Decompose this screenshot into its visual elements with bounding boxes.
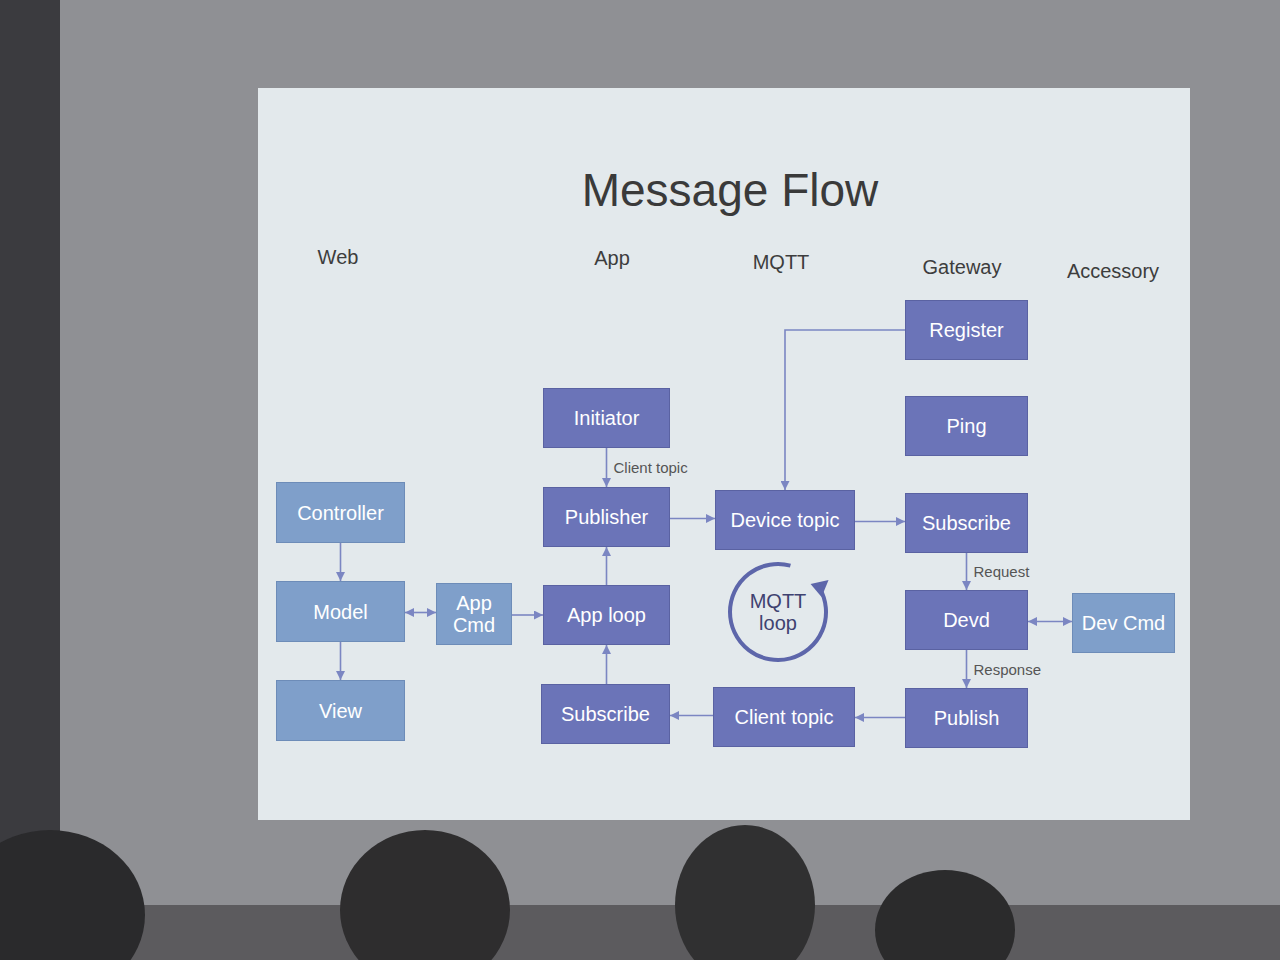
node-text: Register bbox=[929, 319, 1003, 341]
node-text: Devd bbox=[943, 609, 990, 631]
dark-wall bbox=[0, 0, 60, 960]
process-box: Publisher bbox=[543, 487, 670, 547]
connector bbox=[340, 642, 342, 680]
node-text: Subscribe bbox=[922, 512, 1011, 534]
connector bbox=[606, 547, 608, 585]
audience-head bbox=[875, 870, 1015, 960]
process-box: Controller bbox=[276, 482, 405, 543]
process-box: Subscribe bbox=[541, 684, 670, 744]
slide-title: Message Flow bbox=[582, 163, 879, 217]
connector bbox=[785, 330, 905, 490]
node-text: Client topic bbox=[735, 706, 834, 728]
process-box: Device topic bbox=[715, 490, 855, 550]
connector bbox=[966, 650, 968, 688]
process-box: Dev Cmd bbox=[1072, 593, 1175, 653]
screen-bottom bbox=[0, 905, 1280, 960]
connector bbox=[670, 518, 715, 520]
node-text: Dev Cmd bbox=[1082, 612, 1165, 634]
edge-label: Client topic bbox=[612, 459, 690, 476]
process-box: View bbox=[276, 680, 405, 741]
process-box: Client topic bbox=[713, 687, 855, 747]
column-header: MQTT bbox=[753, 251, 810, 274]
column-header: App bbox=[594, 247, 630, 270]
process-box: App loop bbox=[543, 585, 670, 645]
connector bbox=[855, 521, 905, 523]
connector bbox=[512, 614, 543, 616]
process-box: Initiator bbox=[543, 388, 670, 448]
node-text: View bbox=[319, 700, 362, 722]
process-box: Model bbox=[276, 581, 405, 642]
audience-head bbox=[340, 830, 510, 960]
process-box: Subscribe bbox=[905, 493, 1028, 553]
node-text: App Cmd bbox=[445, 592, 503, 636]
connector bbox=[855, 717, 905, 719]
node-text: Initiator bbox=[574, 407, 640, 429]
connector bbox=[606, 448, 608, 487]
node-text: MQTT loop bbox=[739, 590, 817, 634]
edge-label: Response bbox=[972, 661, 1044, 678]
connector bbox=[405, 612, 436, 614]
process-box: App Cmd bbox=[436, 583, 512, 645]
node-text: Ping bbox=[946, 415, 986, 437]
process-box: Devd bbox=[905, 590, 1028, 650]
node-text: Publish bbox=[934, 707, 1000, 729]
connector bbox=[670, 715, 713, 717]
edge-label: Request bbox=[972, 563, 1032, 580]
connector bbox=[966, 553, 968, 590]
process-box: Register bbox=[905, 300, 1028, 360]
connector bbox=[340, 543, 342, 581]
node-text: Device topic bbox=[731, 509, 840, 531]
connector bbox=[1028, 621, 1072, 623]
node-text: Subscribe bbox=[561, 703, 650, 725]
process-box: Publish bbox=[905, 688, 1028, 748]
column-header: Gateway bbox=[923, 256, 1002, 279]
column-header: Web bbox=[318, 246, 359, 269]
audience-head bbox=[0, 830, 145, 960]
loop-arc bbox=[730, 564, 826, 660]
loop-circle: MQTT loop bbox=[726, 560, 830, 664]
node-text: Model bbox=[313, 601, 367, 623]
column-header: Accessory bbox=[1067, 260, 1159, 283]
node-text: App loop bbox=[567, 604, 646, 626]
loop-arrowhead bbox=[811, 580, 829, 597]
audience-head bbox=[675, 825, 815, 960]
node-text: Controller bbox=[297, 502, 384, 524]
node-text: Publisher bbox=[565, 506, 648, 528]
process-box: Ping bbox=[905, 396, 1028, 456]
connector bbox=[606, 645, 608, 684]
